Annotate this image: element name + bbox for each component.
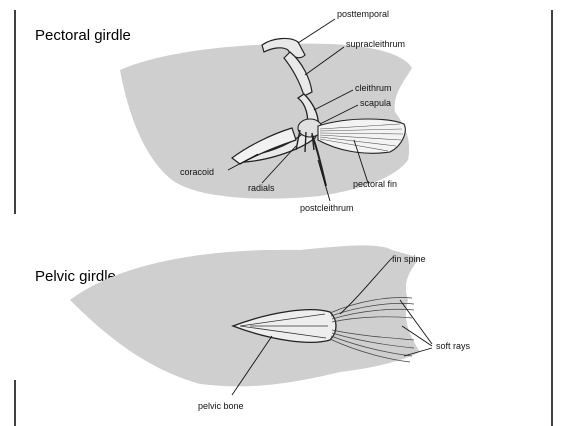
label-coracoid: coracoid: [180, 167, 214, 177]
label-supracleithrum: supracleithrum: [346, 39, 405, 49]
label-pelvic-bone: pelvic bone: [198, 401, 244, 411]
label-postcleithrum: postcleithrum: [300, 203, 354, 213]
label-fin-spine: fin spine: [392, 254, 426, 264]
label-posttemporal: posttemporal: [337, 9, 389, 19]
label-scapula: scapula: [360, 98, 391, 108]
pelvic-fish-silhouette: [70, 245, 420, 386]
label-soft-rays: soft rays: [436, 341, 471, 351]
label-cleithrum: cleithrum: [355, 83, 392, 93]
label-radials: radials: [248, 183, 275, 193]
label-pectoral-fin: pectoral fin: [353, 179, 397, 189]
